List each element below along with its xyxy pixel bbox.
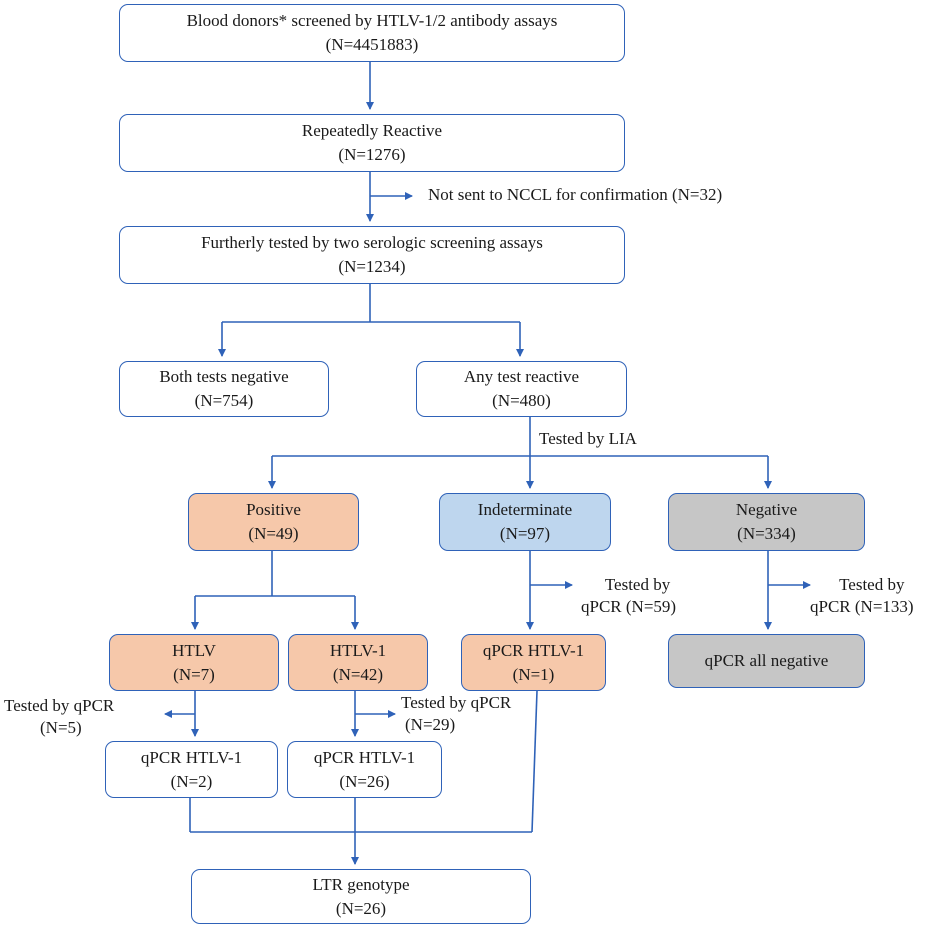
htlv-box: HTLV (N=7) xyxy=(109,634,279,691)
ltr-genotype-count: (N=26) xyxy=(335,898,387,918)
screened-donors-box: Blood donors* screened by HTLV-1/2 antib… xyxy=(119,4,625,62)
not-sent-note: Not sent to NCCL for confirmation (N=32) xyxy=(428,184,722,206)
negative-qpcr-note: Tested by qPCR (N=133) xyxy=(810,574,914,618)
qpcr-htlv-box: qPCR HTLV-1 (N=2) xyxy=(105,741,278,798)
negative-qpcr-line2: qPCR (N=133) xyxy=(810,597,914,616)
indeterminate-label: Indeterminate xyxy=(477,500,573,519)
tested-by-lia-label: Tested by LIA xyxy=(539,429,637,448)
further-tested-count: (N=1234) xyxy=(338,257,406,276)
indeterminate-qpcr-note: Tested by qPCR (N=59) xyxy=(581,574,676,618)
positive-label: Positive xyxy=(246,500,301,519)
indeterminate-count: (N=97) xyxy=(499,524,551,543)
ltr-genotype-label: LTR genotype xyxy=(312,874,410,894)
positive-count: (N=49) xyxy=(248,524,299,543)
negative-box: Negative (N=334) xyxy=(668,493,865,551)
htlv-qpcr-note: Tested by qPCR (N=5) xyxy=(4,695,114,739)
screened-donors-label: Blood donors* screened by HTLV-1/2 antib… xyxy=(186,11,558,30)
qpcr-htlv1-label: qPCR HTLV-1 xyxy=(313,747,416,767)
tested-by-lia-note: Tested by LIA xyxy=(539,428,637,450)
htlv1-qpcr-line1: Tested by qPCR xyxy=(401,693,512,712)
htlv1-qpcr-note: Tested by qPCR (N=29) xyxy=(401,692,511,736)
htlv-qpcr-line1: Tested by qPCR xyxy=(4,696,115,715)
further-tested-box: Furtherly tested by two serologic screen… xyxy=(119,226,625,284)
htlv-count: (N=7) xyxy=(173,664,215,684)
repeatedly-reactive-count: (N=1276) xyxy=(338,145,406,164)
htlv1-label: HTLV-1 xyxy=(329,640,387,660)
qpcr-indeterminate-box: qPCR HTLV-1 (N=1) xyxy=(461,634,606,691)
negative-count: (N=334) xyxy=(737,524,796,543)
htlv1-qpcr-line2: (N=29) xyxy=(405,715,456,734)
qpcr-htlv-count: (N=2) xyxy=(170,771,213,791)
both-negative-box: Both tests negative (N=754) xyxy=(119,361,329,417)
any-reactive-count: (N=480) xyxy=(492,391,551,410)
repeatedly-reactive-label: Repeatedly Reactive xyxy=(301,121,443,140)
qpcr-all-negative-label: qPCR all negative xyxy=(704,651,829,670)
qpcr-htlv1-count: (N=26) xyxy=(339,771,390,791)
indeterminate-box: Indeterminate (N=97) xyxy=(439,493,611,551)
negative-qpcr-line1: Tested by xyxy=(839,575,905,594)
further-tested-label: Furtherly tested by two serologic screen… xyxy=(201,233,543,252)
any-reactive-box: Any test reactive (N=480) xyxy=(416,361,627,417)
not-sent-label: Not sent to NCCL for confirmation (N=32) xyxy=(428,185,723,204)
qpcr-indeterminate-count: (N=1) xyxy=(512,664,555,684)
any-reactive-label: Any test reactive xyxy=(463,367,580,386)
ltr-genotype-box: LTR genotype (N=26) xyxy=(191,869,531,924)
qpcr-all-negative-box: qPCR all negative xyxy=(668,634,865,688)
both-negative-label: Both tests negative xyxy=(159,367,289,386)
qpcr-indeterminate-label: qPCR HTLV-1 xyxy=(482,640,585,660)
qpcr-htlv1-box: qPCR HTLV-1 (N=26) xyxy=(287,741,442,798)
htlv-qpcr-line2: (N=5) xyxy=(40,718,82,737)
htlv1-count: (N=42) xyxy=(332,664,384,684)
repeatedly-reactive-box: Repeatedly Reactive (N=1276) xyxy=(119,114,625,172)
screened-donors-count: (N=4451883) xyxy=(325,35,419,54)
qpcr-htlv-label: qPCR HTLV-1 xyxy=(140,747,243,767)
negative-label: Negative xyxy=(735,500,798,519)
htlv1-box: HTLV-1 (N=42) xyxy=(288,634,428,691)
indeterminate-qpcr-line2: qPCR (N=59) xyxy=(581,597,677,616)
positive-box: Positive (N=49) xyxy=(188,493,359,551)
line-qpcr-ind-down xyxy=(531,690,538,833)
htlv-label: HTLV xyxy=(172,640,216,660)
both-negative-count: (N=754) xyxy=(194,391,254,410)
indeterminate-qpcr-line1: Tested by xyxy=(604,575,671,594)
